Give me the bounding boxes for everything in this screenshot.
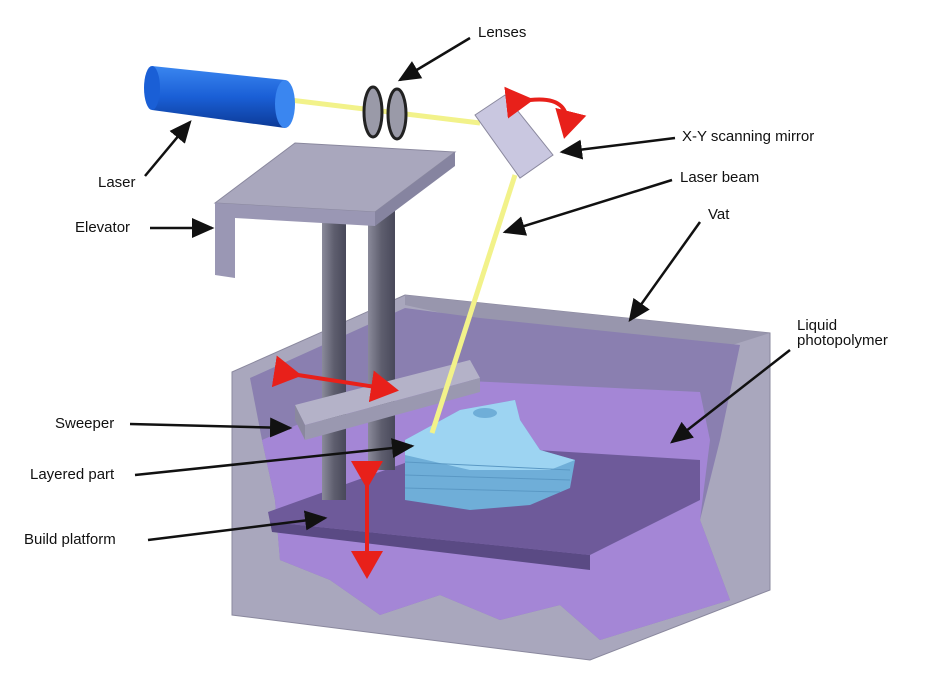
label-vat: Vat — [708, 206, 730, 223]
label-build-platform: Build platform — [24, 531, 116, 548]
xy-scanning-mirror — [474, 94, 554, 179]
lenses — [362, 85, 408, 141]
label-laser: Laser — [98, 174, 136, 191]
layered-part — [404, 400, 575, 510]
label-photopolymer: photopolymer — [797, 332, 888, 349]
label-sweeper: Sweeper — [55, 415, 114, 432]
label-elevator: Elevator — [75, 219, 130, 236]
laser-beam — [429, 174, 518, 434]
laser — [144, 66, 295, 128]
leader-arrows — [129, 36, 791, 542]
mirror-rotation-arrow — [504, 86, 587, 139]
label-laser-beam: Laser beam — [680, 169, 759, 186]
label-lenses: Lenses — [478, 24, 526, 41]
label-layered-part: Layered part — [30, 466, 115, 483]
label-xy-scanning-mirror: X-Y scanning mirror — [682, 128, 814, 145]
sweeper-motion-arrow — [271, 355, 399, 403]
laser-beam-horizontal — [289, 97, 481, 126]
label-liquid: Liquid — [797, 317, 837, 334]
